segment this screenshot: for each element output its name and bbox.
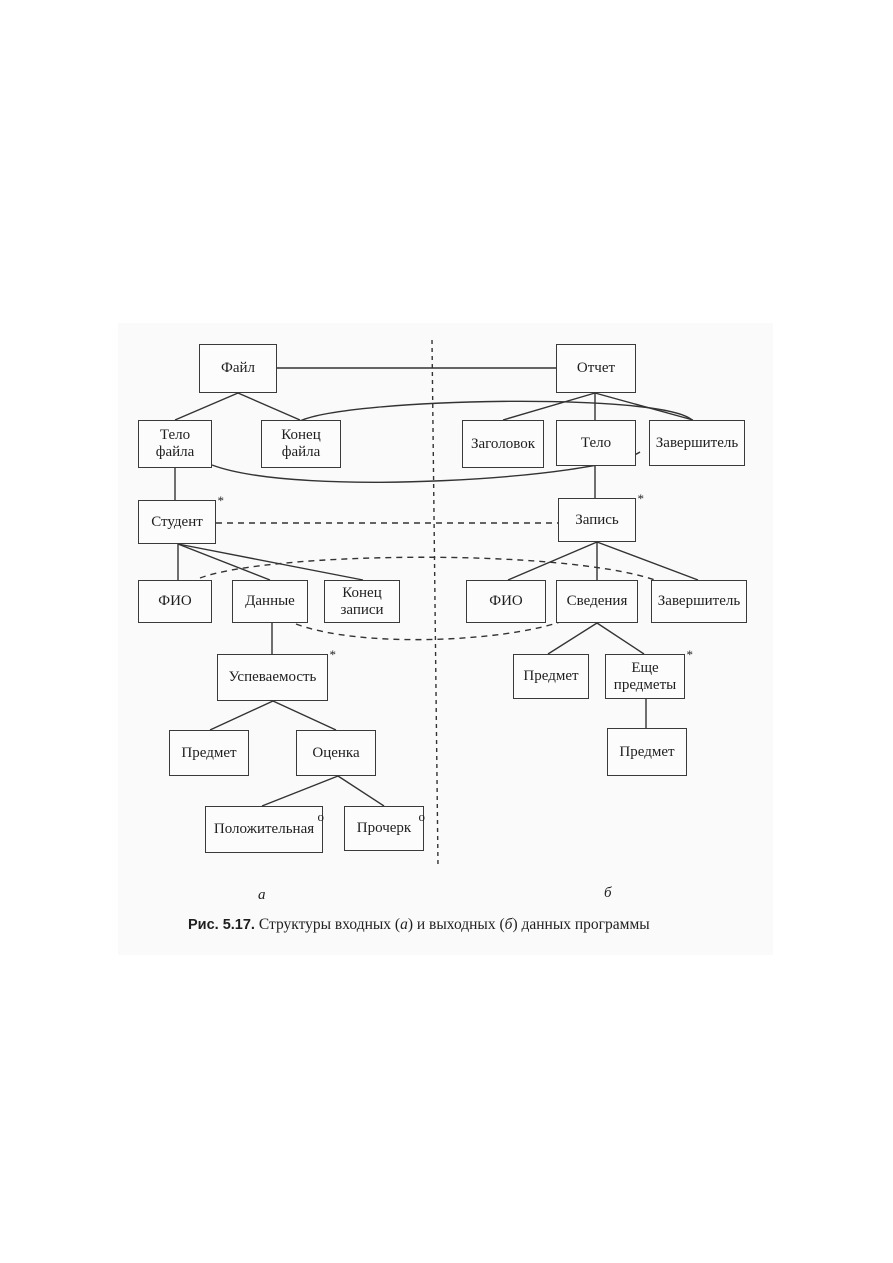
iteration-marker: * xyxy=(686,647,694,662)
node-input-subject: Предмет xyxy=(169,730,249,776)
tree-edge xyxy=(209,700,274,731)
iteration-marker: * xyxy=(637,491,645,506)
node-info: Сведения xyxy=(556,580,638,623)
correspondence-ellipse xyxy=(199,556,656,581)
tree-edge xyxy=(174,392,239,421)
tree-edge xyxy=(596,541,699,581)
node-report: Отчет xyxy=(556,344,636,393)
selection-marker: o xyxy=(317,809,325,824)
divider-line xyxy=(431,339,439,867)
node-output-fio: ФИО xyxy=(466,580,546,623)
correspondence-ellipse xyxy=(299,400,693,422)
caption-prefix: Рис. 5.17. xyxy=(188,917,255,933)
node-input-fio: ФИО xyxy=(138,580,212,623)
figure-caption: Рис. 5.17. Структуры входных (а) и выход… xyxy=(188,916,650,933)
tree-edge xyxy=(547,622,598,655)
node-grade: Оценка xyxy=(296,730,376,776)
node-progress: Успеваемость* xyxy=(217,648,336,701)
node-header: Заголовок xyxy=(462,420,544,468)
label-input: а xyxy=(258,887,266,903)
iteration-marker: * xyxy=(329,647,337,662)
node-file: Файл xyxy=(199,344,277,393)
tree-edge xyxy=(507,541,598,581)
node-output-subject-2: Предмет xyxy=(607,728,687,776)
node-terminator: Завершитель xyxy=(649,420,745,466)
tree-edge xyxy=(337,775,385,807)
tree-edge xyxy=(596,622,645,655)
selection-marker: o xyxy=(418,809,426,824)
node-student: Студент* xyxy=(138,494,224,544)
tree-edge xyxy=(502,392,596,421)
tree-edge xyxy=(261,775,339,807)
tree-edge xyxy=(177,543,271,581)
node-output-subject: Предмет xyxy=(513,654,589,699)
node-terminator-2: Завершитель xyxy=(651,580,747,623)
label-output: б xyxy=(604,885,612,901)
node-data: Данные xyxy=(232,580,308,623)
tree-edge xyxy=(272,700,337,731)
correspondence-ellipse xyxy=(295,621,561,641)
tree-edge xyxy=(177,543,364,581)
node-record: Запись* xyxy=(558,492,644,542)
iteration-marker: * xyxy=(217,493,225,508)
tree-edge xyxy=(237,392,301,421)
node-body: Тело xyxy=(556,420,636,466)
